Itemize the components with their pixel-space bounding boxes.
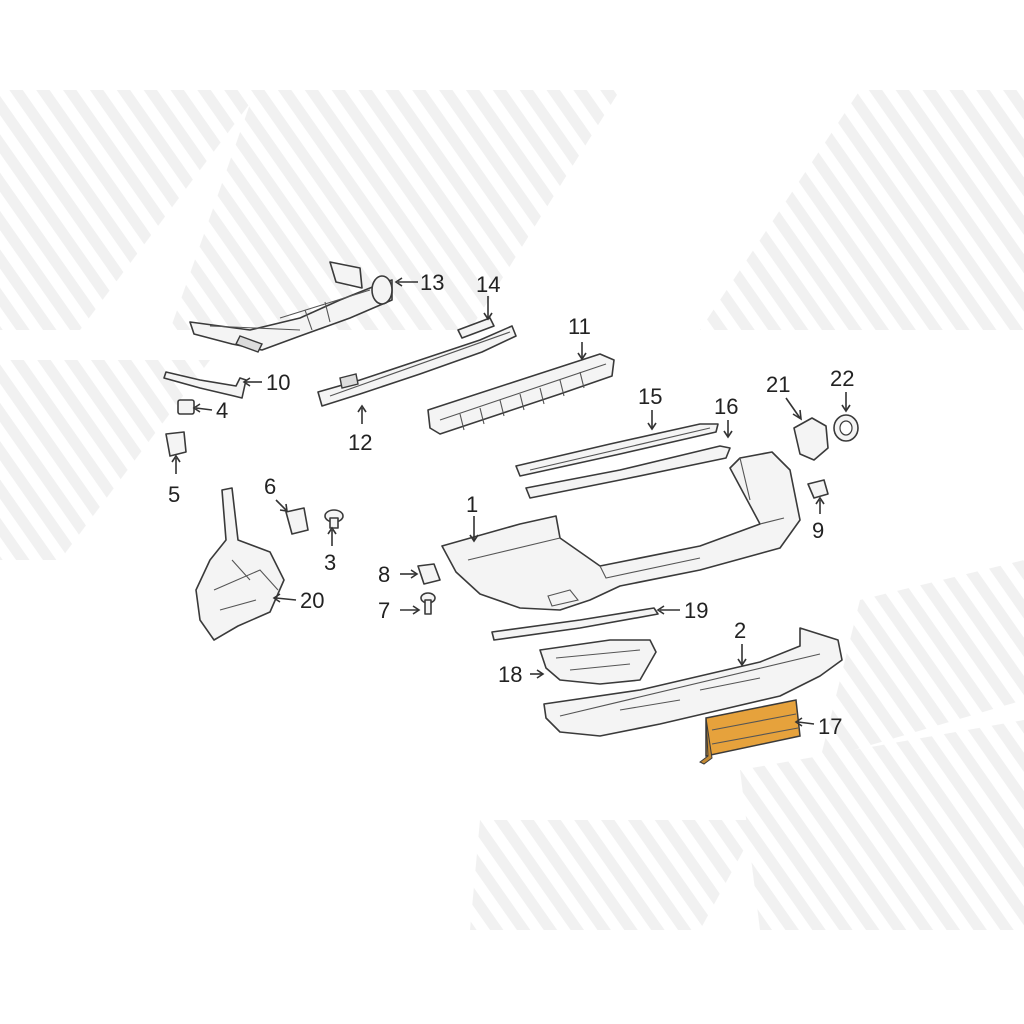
leader-lines <box>171 277 851 727</box>
part-2-lower-bumper <box>543 627 843 737</box>
callout-2: 2 <box>734 618 746 643</box>
part-9-clip <box>807 479 829 499</box>
part-13-reinforcement-bar <box>189 261 393 353</box>
callout-21: 21 <box>766 372 790 397</box>
part-16-trim-strip <box>525 445 731 499</box>
part-6-bracket <box>285 507 309 535</box>
callout-labels: 13 14 10 4 5 12 11 15 16 21 22 9 6 3 8 7… <box>168 270 854 739</box>
callout-13: 13 <box>420 270 444 295</box>
part-3-screw <box>324 509 344 529</box>
callout-15: 15 <box>638 384 662 409</box>
callout-17: 17 <box>818 714 842 739</box>
part-1-bumper-cover <box>441 451 801 611</box>
part-19-trim-strip <box>491 607 659 641</box>
part-18-valance <box>539 639 657 685</box>
part-17-trim-highlighted <box>699 699 801 765</box>
callout-20: 20 <box>300 588 324 613</box>
part-7-bolt <box>420 592 436 615</box>
callout-19: 19 <box>684 598 708 623</box>
part-5-clip <box>165 431 187 457</box>
callout-8: 8 <box>378 562 390 587</box>
part-4-clip <box>177 399 195 415</box>
callout-5: 5 <box>168 482 180 507</box>
callout-7: 7 <box>378 598 390 623</box>
callout-11: 11 <box>568 314 591 339</box>
callout-16: 16 <box>714 394 738 419</box>
callout-1: 1 <box>466 492 478 517</box>
callout-22: 22 <box>830 366 854 391</box>
callout-12: 12 <box>348 430 372 455</box>
part-15-detail <box>529 427 711 471</box>
part-21-sensor <box>793 417 829 461</box>
part-8-nut <box>417 563 441 585</box>
callout-4: 4 <box>216 398 228 423</box>
callout-10: 10 <box>266 370 290 395</box>
part-22-ring <box>833 414 859 442</box>
callout-6: 6 <box>264 474 276 499</box>
part-10-trim-strip <box>163 371 247 399</box>
part-11-mounting-bracket <box>427 353 615 435</box>
part-20-side-bracket <box>195 487 285 641</box>
part-14-bracket <box>457 317 495 339</box>
callout-14: 14 <box>476 272 500 297</box>
callout-18: 18 <box>498 662 522 687</box>
callout-9: 9 <box>812 518 824 543</box>
part-12-energy-absorber <box>317 325 517 407</box>
watermark-background <box>0 90 1024 930</box>
callout-3: 3 <box>324 550 336 575</box>
